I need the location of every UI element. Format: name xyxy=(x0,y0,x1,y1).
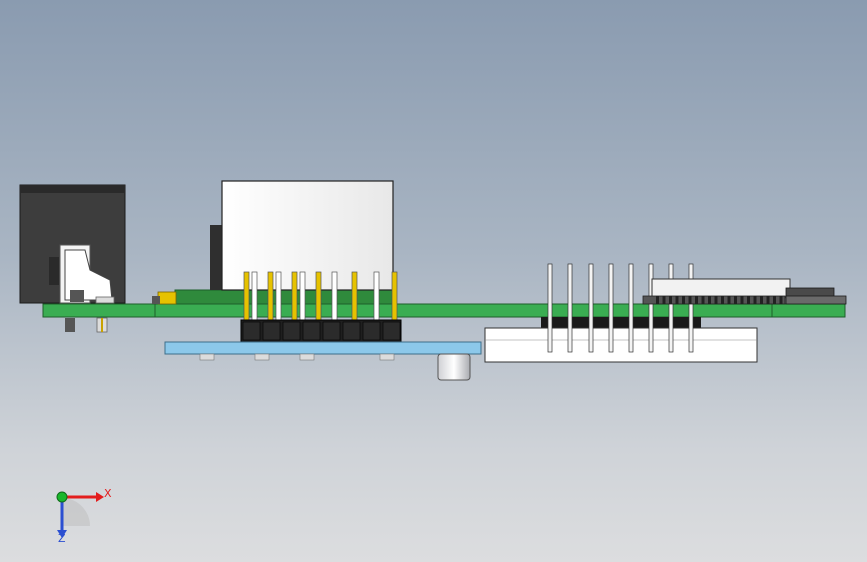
z-axis-label: Z xyxy=(58,532,66,545)
socket-pin xyxy=(628,263,634,353)
ribbon-connector[interactable] xyxy=(642,278,791,305)
ribbon-tooth xyxy=(727,296,731,304)
header-segment xyxy=(282,321,301,341)
ribbon-teeth xyxy=(656,296,783,304)
rj45-connector[interactable] xyxy=(210,180,394,291)
ribbon-tooth xyxy=(721,296,724,304)
ribbon-tooth xyxy=(662,296,666,304)
smd-chip[interactable] xyxy=(785,287,847,305)
ribbon-tooth xyxy=(688,296,692,304)
dc-jack[interactable] xyxy=(19,184,126,333)
ribbon-tooth xyxy=(695,296,698,304)
header-segment xyxy=(262,321,281,341)
pin-header[interactable] xyxy=(240,271,402,343)
socket-pin xyxy=(688,263,694,353)
ribbon-tooth xyxy=(701,296,705,304)
ribbon-tooth xyxy=(675,296,679,304)
ribbon-tooth xyxy=(669,296,672,304)
header-segment xyxy=(382,321,401,341)
socket-pin xyxy=(547,263,553,353)
socket-pin-group xyxy=(547,263,694,353)
ribbon-tooth xyxy=(760,296,763,304)
axis-triad: X Z xyxy=(56,487,112,545)
ribbon-tooth xyxy=(656,296,659,304)
ribbon-tooth xyxy=(753,296,757,304)
x-axis-label: X xyxy=(104,487,112,500)
daughterboard[interactable] xyxy=(164,341,482,361)
main-pcb[interactable] xyxy=(42,289,846,318)
ic-socket[interactable] xyxy=(484,263,758,363)
ribbon-tooth xyxy=(740,296,744,304)
socket-pin xyxy=(608,263,614,353)
socket-pin xyxy=(668,263,674,353)
header-segment xyxy=(362,321,381,341)
header-segment xyxy=(302,321,321,341)
ribbon-tooth xyxy=(682,296,685,304)
header-segment xyxy=(242,321,261,341)
ribbon-tooth xyxy=(766,296,770,304)
socket-pin xyxy=(588,263,594,353)
header-segment xyxy=(322,321,341,341)
ribbon-tooth xyxy=(747,296,750,304)
socket-pin xyxy=(567,263,573,353)
y-axis-dot xyxy=(56,491,68,503)
ribbon-tooth xyxy=(714,296,718,304)
ribbon-tooth xyxy=(734,296,737,304)
ribbon-tooth xyxy=(773,296,776,304)
ribbon-tooth xyxy=(708,296,711,304)
socket-pin xyxy=(648,263,654,353)
header-segment xyxy=(342,321,361,341)
header-segments xyxy=(242,321,401,341)
crystal-can[interactable] xyxy=(437,353,471,381)
ribbon-tooth xyxy=(779,296,783,304)
